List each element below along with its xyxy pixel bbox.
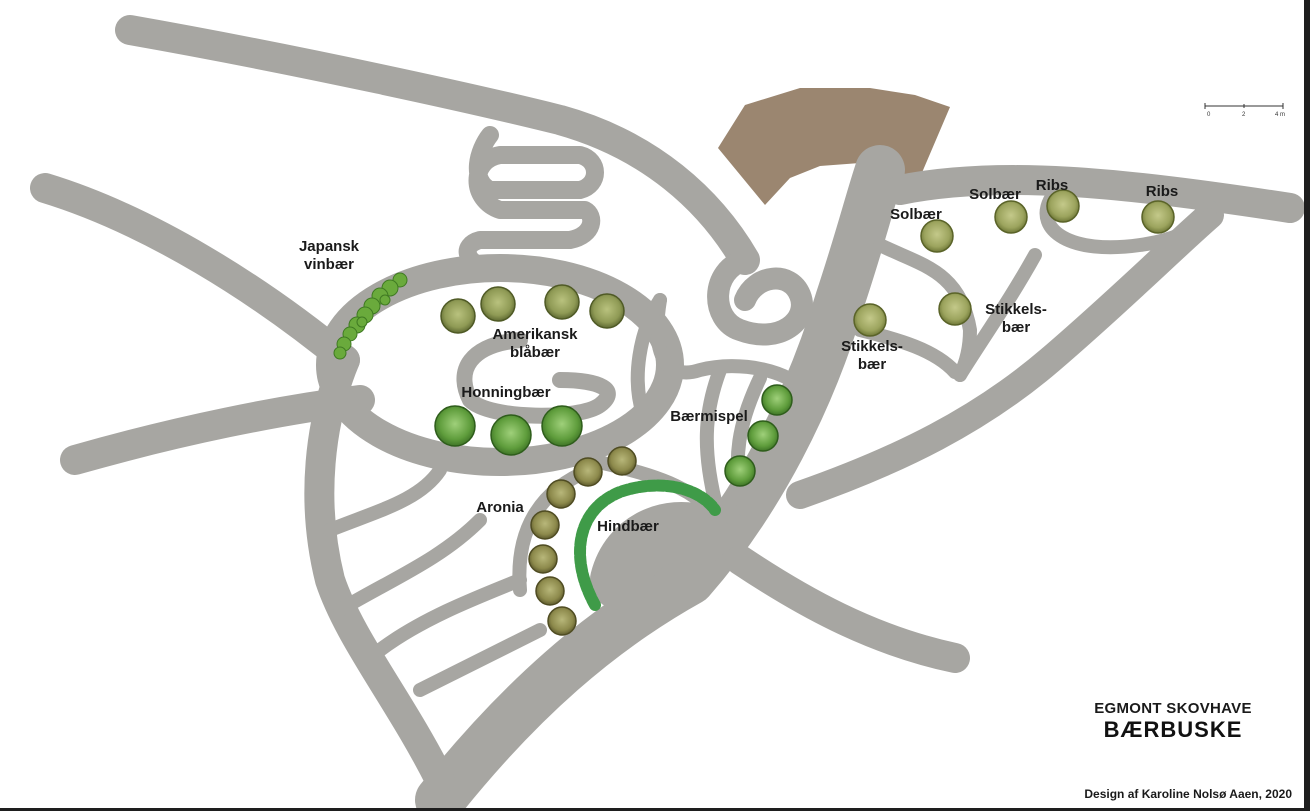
label-amerikansk-blabaer: Amerikansk blåbær [492,326,578,361]
scale-tick-4: 4 m [1275,112,1285,118]
label-stikkelsbaer-2: Stikkels- bær [985,301,1047,336]
map-title-small: EGMONT SKOVHAVE [1094,700,1252,717]
japansk-vinbaer-plants [333,272,408,360]
blabaer-shrubs [440,284,625,334]
label-aronia: Aronia [476,499,524,516]
label-japansk-vinbaer: Japansk vinbær [298,238,360,273]
label-solbaer-1: Solbær [890,206,942,223]
garden-paths [30,15,1305,811]
frame-bottom-edge [0,808,1310,811]
label-baermispel: Bærmispel [670,408,748,425]
scale-tick-2: 2 [1242,112,1246,118]
label-honningbaer: Honningbær [461,384,551,401]
map-credit: Design af Karoline Nolsø Aaen, 2020 [1084,787,1292,801]
terrace-area [718,88,950,205]
label-ribs-2: Ribs [1145,183,1179,200]
honningbaer-shrubs [434,405,583,456]
label-ribs-1: Ribs [1035,177,1069,194]
baermispel-shrubs [724,384,793,487]
label-stikkelsbaer-1: Stikkels- bær [841,338,903,373]
scale-bar: 0 2 4 m [1204,103,1285,118]
label-hindbaer: Hindbær [597,518,659,535]
label-solbaer-2: Solbær [969,186,1021,203]
map-title-big: BÆRBUSKE [1103,717,1243,742]
aronia-shrubs [528,446,637,636]
hindbaer-hedge [574,479,721,611]
scale-tick-0: 0 [1207,112,1211,118]
right-shrubs [853,189,1175,337]
frame-right-edge [1304,0,1310,811]
